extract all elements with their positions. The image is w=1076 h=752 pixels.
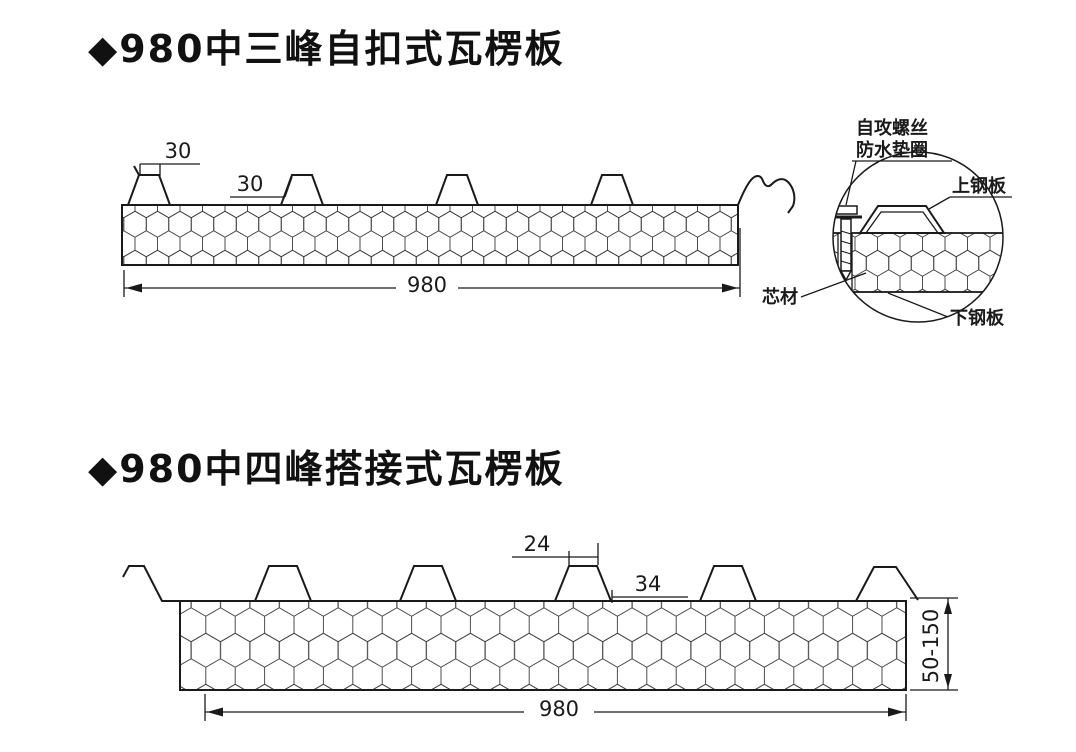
panel1-peak-1 [126,174,172,206]
dim-label-980-panel2: 980 [539,697,579,721]
callout-bottom-plate: 下钢板 [950,307,1005,329]
detail-callouts: 自攻螺丝 防水垫圈 上钢板 芯材 下钢板 [762,117,1012,329]
panel1-peak-3 [434,174,480,206]
panel1-peak-4 [589,174,635,206]
section-title-three-peak: ◆980中三峰自扣式瓦楞板 [88,27,565,71]
panel1-selflock-curl [737,175,796,214]
dim-label-50-150: 50-150 [919,609,943,683]
panel2-core [179,600,907,691]
callout-core-material: 芯材 [762,286,798,308]
panel2-dim-24: 24 [512,532,599,565]
callout-washer: 防水垫圈 [856,139,928,161]
detail-peak-inner-sheet [865,211,939,234]
section-title-four-peak: ◆980中四峰搭接式瓦楞板 [88,447,565,491]
panel1-dim-30-first: 30 [139,139,200,176]
panel1-dim-980: 980 [123,228,741,298]
dim-label-24: 24 [524,532,551,556]
detail-peak-outer-sheet [858,205,946,234]
panel2-cross-section: 24 34 980 [122,532,958,722]
dim-label-980-panel1: 980 [407,273,447,297]
panel1-dim-30-second: 30 [230,172,293,198]
panel2-dim-34: 34 [611,572,688,603]
panel1-left-edge-tab [133,165,140,176]
panel2-dim-thickness: 50-150 [910,597,958,691]
panel1-peak-2 [279,174,325,206]
panel2-top-sheet-profile [122,565,919,602]
panel1-core [121,204,739,266]
panel2-dim-980: 980 [204,694,907,722]
detail-content [833,205,1003,293]
detail-circle-outline [832,151,1004,323]
dim-label-34: 34 [635,572,662,596]
dim-label-30-first: 30 [165,139,192,163]
callout-top-plate: 上钢板 [952,175,1007,197]
detail-view: 自攻螺丝 防水垫圈 上钢板 芯材 下钢板 [762,117,1012,329]
callout-screw: 自攻螺丝 [856,117,928,139]
dim-label-30-second: 30 [237,172,264,196]
panel1-cross-section: 30 30 980 [121,139,796,298]
detail-core [833,232,1003,293]
